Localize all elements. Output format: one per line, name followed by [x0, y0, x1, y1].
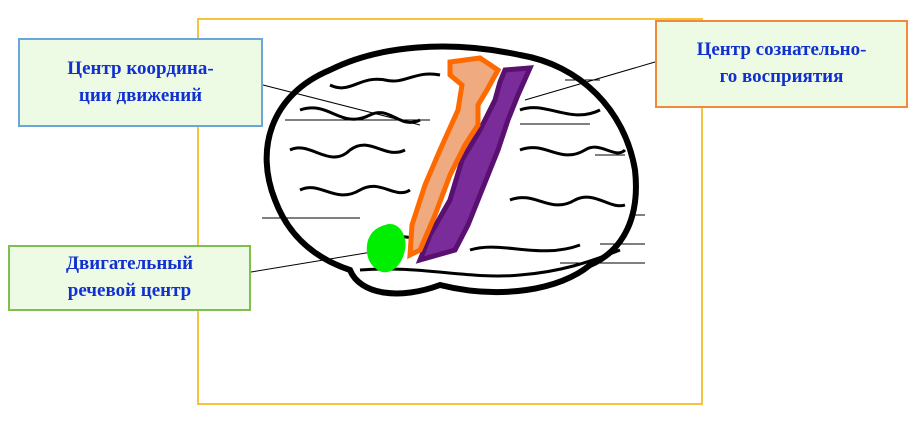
diagram-frame — [197, 18, 703, 405]
speech-zone-green — [366, 224, 406, 273]
speech-motor-center-label: Двигательный речевой центр — [8, 245, 251, 311]
coordination-zone-orange — [407, 55, 502, 260]
pointer-lines — [250, 61, 656, 273]
coordination-center-label: Центр координа- ции движений — [18, 38, 263, 127]
perception-zone-purple — [415, 65, 534, 264]
perception-center-label: Центр сознательно- го восприятия — [655, 20, 908, 108]
